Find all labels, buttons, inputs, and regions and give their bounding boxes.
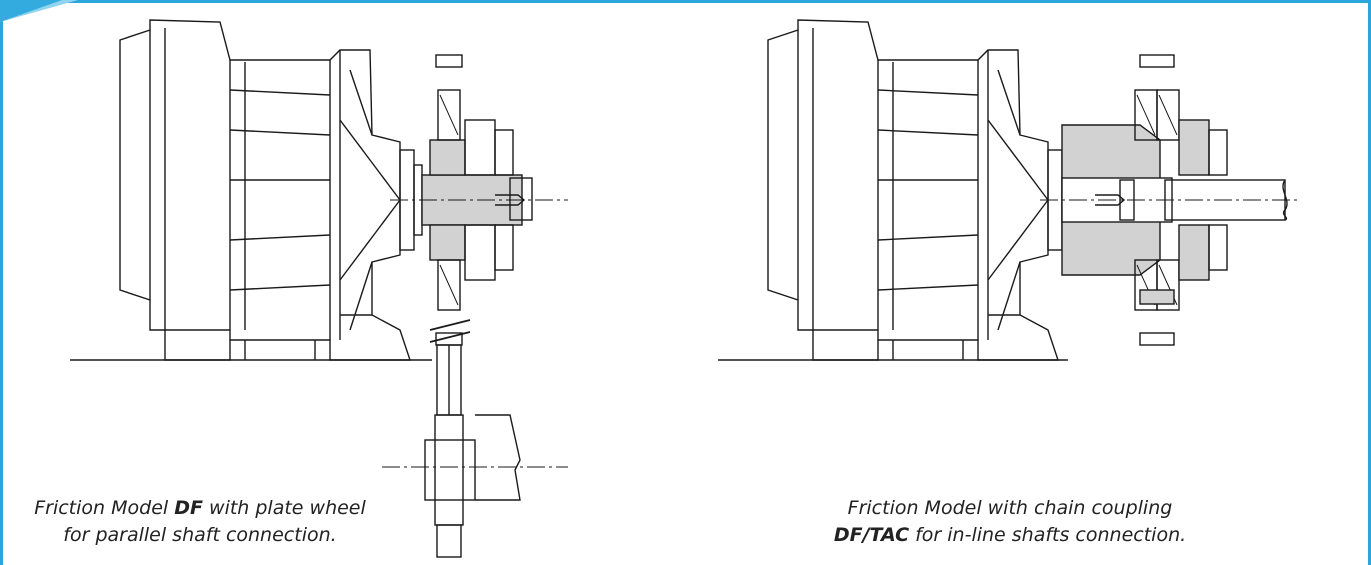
right-gearbox [767, 19, 1059, 361]
caption-right-suffix: for in-line shafts connection. [909, 524, 1187, 546]
caption-right-line2: DF/TAC for in-line shafts connection. [760, 522, 1260, 549]
caption-left: Friction Model DF with plate wheel for p… [10, 495, 390, 549]
left-assembly [70, 19, 568, 558]
left-gearbox [119, 19, 411, 361]
right-assembly [718, 19, 1300, 361]
caption-left-model: DF [174, 497, 203, 519]
caption-left-line1: Friction Model DF with plate wheel [10, 495, 390, 522]
left-chain-drive [382, 319, 568, 558]
caption-right-model: DF/TAC [833, 524, 910, 546]
corner-accent [0, 0, 62, 22]
caption-right-line1: Friction Model with chain coupling [847, 497, 1173, 519]
caption-right: Friction Model with chain coupling DF/TA… [760, 495, 1260, 549]
left-torque-limiter [421, 54, 533, 346]
caption-left-line2: for parallel shaft connection. [63, 524, 337, 546]
caption-left-suffix: with plate wheel [202, 497, 366, 519]
caption-left-prefix: Friction Model [34, 497, 175, 519]
